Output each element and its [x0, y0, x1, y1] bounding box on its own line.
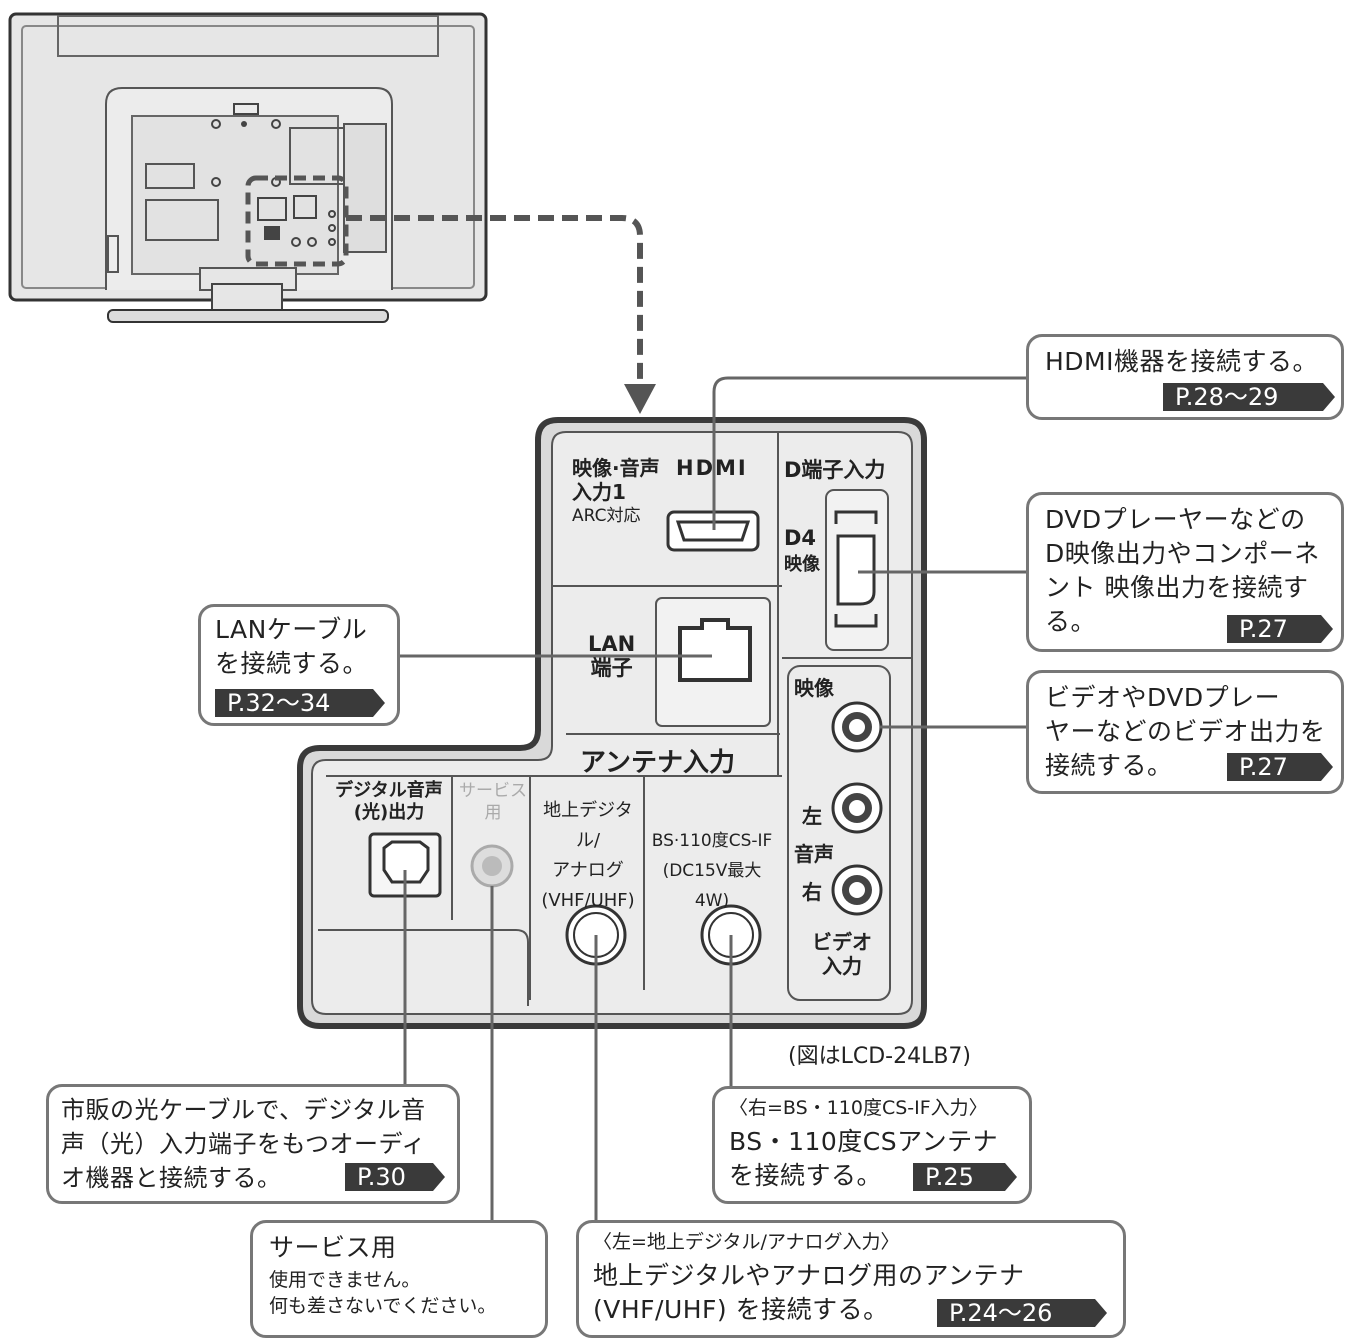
d-terminal-line2: D映像出力やコンポーネ: [1045, 539, 1320, 568]
terrestrial-label-line3: (VHF/UHF): [541, 890, 635, 911]
figure-note: (図はLCD-24LB7): [788, 1044, 972, 1069]
hdmi-label-line1: 映像·音声: [572, 456, 660, 480]
lan-callout-text: LANケーブル を接続する。: [215, 613, 368, 681]
tv-rear-illustration: [8, 12, 488, 323]
hdmi-page-ref-text: P.28〜29: [1175, 383, 1279, 411]
leader-lines: [398, 376, 1026, 1222]
terrestrial-page-ref-text: P.24〜26: [949, 1299, 1053, 1327]
hdmi-page-ref: P.28〜29: [1163, 383, 1335, 411]
hdmi-label-line3: ARC対応: [572, 506, 641, 526]
service-label-line2: 用: [484, 803, 502, 823]
lan-label-line1: LAN: [588, 632, 636, 656]
optical-line2: 声（光）入力端子をもつオーディ: [61, 1130, 426, 1158]
terrestrial-label: 地上デジタル/ アナログ (VHF/UHF): [532, 796, 644, 916]
optical-callout: 市販の光ケーブルで、デジタル音 声（光）入力端子をもつオーディ オ機器と接続する…: [46, 1084, 460, 1204]
video-page-ref-text: P.27: [1239, 753, 1288, 781]
d-terminal-callout: DVDプレーヤーなどの D映像出力やコンポーネ ント 映像出力を接続す る。 P…: [1026, 492, 1344, 652]
service-label-line1: サービス: [459, 781, 527, 801]
optical-output-label: デジタル音声 (光)出力: [334, 780, 444, 824]
hdmi-label-line2: 入力1: [572, 480, 626, 504]
terrestrial-line1: 地上デジタルやアナログ用のアンテナ: [593, 1261, 1025, 1290]
lan-line1: LANケーブル: [215, 615, 368, 644]
video-label: 映像: [794, 676, 834, 700]
terrestrial-page-ref: P.24〜26: [937, 1299, 1107, 1327]
bs-line2: を接続する。: [729, 1161, 883, 1190]
video-input-line2: 入力: [822, 954, 862, 978]
optical-line3: オ機器と接続する。: [61, 1164, 282, 1192]
lan-page-ref: P.32〜34: [215, 689, 385, 717]
d-terminal-page-ref-text: P.27: [1239, 615, 1288, 643]
d-terminal-callout-text: DVDプレーヤーなどの D映像出力やコンポーネ ント 映像出力を接続す る。: [1045, 503, 1320, 639]
audio-right-label: 右: [802, 880, 822, 904]
optical-page-ref: P.30: [345, 1163, 445, 1191]
d4-sub-label: 映像: [784, 554, 820, 575]
hdmi-callout-text: HDMI機器を接続する。: [1045, 347, 1318, 376]
video-callout: ビデオやDVDプレー ヤーなどのビデオ出力を 接続する。 P.27: [1026, 670, 1344, 794]
hdmi-port-label: 映像·音声 入力1 ARC対応: [572, 456, 660, 528]
lan-label-line2: 端子: [590, 656, 633, 680]
lan-page-ref-text: P.32〜34: [227, 689, 331, 717]
bs-page-ref: P.25: [913, 1163, 1017, 1191]
terrestrial-callout-text: 地上デジタルやアナログ用のアンテナ (VHF/UHF) を接続する。: [593, 1259, 1025, 1327]
optical-callout-text: 市販の光ケーブルで、デジタル音 声（光）入力端子をもつオーディ オ機器と接続する…: [61, 1093, 426, 1195]
bs-label: BS·110度CS-IF (DC15V最大4W): [646, 826, 778, 916]
connector-panel: [297, 417, 927, 1029]
audio-left-label: 左: [802, 804, 822, 828]
d-terminal-page-ref: P.27: [1227, 615, 1333, 643]
bs-page-ref-text: P.25: [925, 1163, 974, 1191]
hdmi-logo: HDMI: [676, 456, 748, 480]
service-label: サービス 用: [458, 780, 528, 824]
d4-label: D4: [784, 526, 817, 550]
optical-page-ref-text: P.30: [357, 1163, 406, 1191]
service-callout-text: 使用できません。 何も差さないでください。: [269, 1267, 496, 1319]
terrestrial-label-line2: アナログ: [552, 860, 624, 881]
service-line1: 使用できません。: [269, 1269, 421, 1291]
lan-line2: を接続する。: [215, 649, 369, 678]
d-terminal-line1: DVDプレーヤーなどの: [1045, 505, 1306, 534]
d-terminal-line4: る。: [1045, 607, 1097, 636]
antenna-input-title: アンテナ入力: [580, 748, 735, 778]
rca-jacks: [831, 701, 883, 916]
service-line2: 何も差さないでください。: [269, 1295, 497, 1317]
video-line1: ビデオやDVDプレー: [1045, 683, 1281, 712]
lan-callout: LANケーブル を接続する。 P.32〜34: [198, 604, 400, 726]
bs-callout: 〈右=BS・110度CS-IF入力〉 BS・110度CSアンテナ を接続する。 …: [712, 1086, 1032, 1204]
zoom-arrow: [346, 215, 656, 414]
video-input-label: ビデオ 入力: [812, 930, 872, 978]
audio-label: 音声: [794, 842, 834, 866]
hdmi-callout: HDMI機器を接続する。 P.28〜29: [1026, 334, 1344, 420]
video-line2: ヤーなどのビデオ出力を: [1045, 717, 1326, 746]
d-terminal-line3: ント 映像出力を接続す: [1045, 573, 1309, 602]
video-line3: 接続する。: [1045, 751, 1173, 780]
optical-label-line2: (光)出力: [353, 802, 425, 823]
terrestrial-callout-note: 〈左=地上デジタル/アナログ入力〉: [593, 1231, 900, 1253]
video-page-ref: P.27: [1227, 753, 1333, 781]
service-callout: サービス用 使用できません。 何も差さないでください。: [250, 1220, 548, 1338]
lan-label: LAN 端子: [588, 632, 635, 680]
terrestrial-label-line1: 地上デジタル/: [543, 800, 633, 851]
optical-line1: 市販の光ケーブルで、デジタル音: [61, 1096, 426, 1124]
video-input-line1: ビデオ: [812, 930, 872, 954]
video-callout-text: ビデオやDVDプレー ヤーなどのビデオ出力を 接続する。: [1045, 681, 1326, 783]
d-terminal-label: D端子入力: [784, 458, 886, 482]
bs-callout-note: 〈右=BS・110度CS-IF入力〉: [729, 1097, 988, 1119]
terrestrial-callout: 〈左=地上デジタル/アナログ入力〉 地上デジタルやアナログ用のアンテナ (VHF…: [576, 1220, 1126, 1338]
bs-callout-text: BS・110度CSアンテナ を接続する。: [729, 1125, 998, 1193]
bs-label-line2: (DC15V最大4W): [662, 861, 762, 911]
service-callout-title: サービス用: [269, 1233, 397, 1262]
bs-line1: BS・110度CSアンテナ: [729, 1127, 999, 1156]
bs-label-line1: BS·110度CS-IF: [651, 831, 773, 851]
optical-label-line1: デジタル音声: [335, 780, 443, 801]
terrestrial-line2: (VHF/UHF) を接続する。: [593, 1295, 889, 1324]
